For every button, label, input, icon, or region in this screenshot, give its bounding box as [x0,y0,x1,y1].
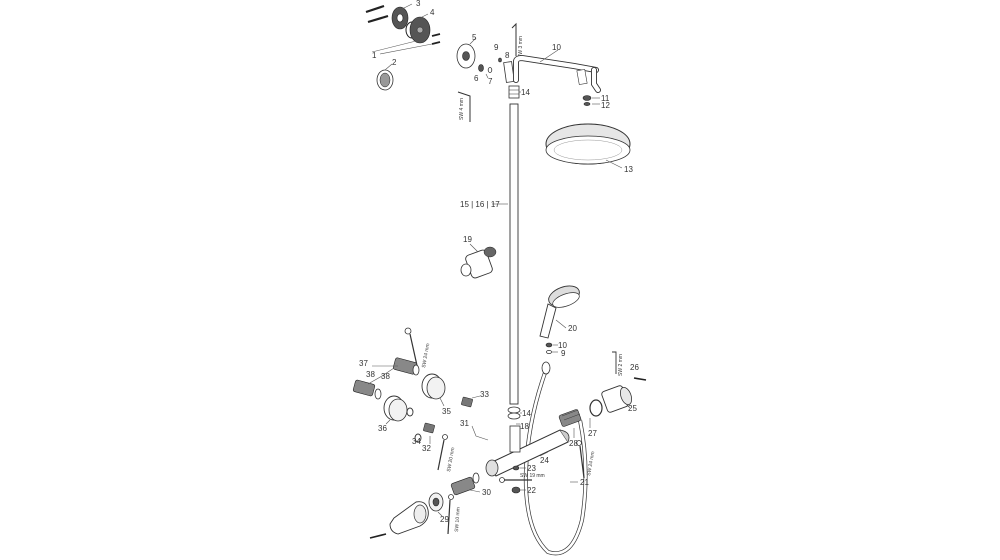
part-label-2: 2 [392,58,397,67]
riser-pipe-group: 14 15 | 16 | 17 14 [460,85,531,420]
thermostat-connector-icon [509,425,521,453]
part-label-29: 29 [440,515,449,524]
part-label-30: 30 [482,488,491,497]
end-cap-icon [389,501,429,535]
wrench-sw19-icon: SW 19 mm [499,473,545,483]
allen-key-sw3-icon: SW 3 mm [511,22,524,58]
tool-label-sw3: SW 3 mm [518,36,524,58]
part-label-14-bottom: 14 [522,409,531,418]
part-label-35: 35 [442,407,451,416]
left-cartridge-group: SW 24 mm 37 38 38 35 36 [352,327,491,539]
part-label-20: 20 [568,324,577,333]
o-ring-27-icon [589,399,603,417]
allen-key-sw2-icon: SW 2 mm [612,351,624,376]
part-label-7: 7 [488,77,493,86]
thermostat-body-icon: 18 24 23 22 [485,422,570,495]
arm-sleeve-icon [503,61,515,83]
allen-key-sw4-icon: SW 4 mm [457,91,471,122]
wrench-sw10-icon: SW 10 mm [447,494,462,535]
thermostat-cartridge-lower-icon [352,379,382,400]
tool-label-sw20: SW 20 mm [446,447,456,472]
part-label-15-16-17: 15 | 16 | 17 [460,200,500,209]
screw-bottom-icon [369,533,387,539]
thermostat-cartridge-upper-icon [392,357,420,376]
grub-screw-icon [478,64,484,72]
part-label-21: 21 [580,478,589,487]
part-label-24: 24 [540,456,549,465]
wall-mount-group: 3 4 1 2 5 6 7 SW 4 mm [365,0,493,122]
diverter-knob-icon [428,492,444,512]
part-label-8: 8 [505,51,510,60]
part-label-27: 27 [588,429,597,438]
part-label-25: 25 [628,404,637,413]
part-label-4: 4 [430,8,435,17]
part-label-19: 19 [463,235,472,244]
screw-26-icon [633,377,647,381]
mounting-plate-icon [391,6,409,30]
tool-label-sw24-right: SW 24 mm [586,451,596,476]
washer-icon [583,102,591,106]
fitting-32-icon [423,422,435,434]
part-label-34: 34 [412,437,421,446]
tool-label-sw19: SW 19 mm [520,473,545,479]
diverter-cartridge-icon [450,472,480,496]
part-label-37: 37 [359,359,368,368]
part-label-1: 1 [372,51,377,60]
part-label-32: 32 [422,444,431,453]
part-label-11: 11 [601,94,610,103]
flow-cartridge-icon [558,409,582,427]
part-label-13: 13 [624,165,633,174]
part-label-26: 26 [630,363,639,372]
part-label-38-lower: 38 [366,370,375,379]
part-label-10: 10 [552,43,561,52]
part-label-6: 6 [474,74,479,83]
screw-icon [365,4,389,24]
temperature-knob-icon [421,373,446,400]
part-label-31: 31 [460,419,469,428]
part-label-28: 28 [569,439,578,448]
tool-label-sw4: SW 4 mm [459,98,465,120]
pipe-nut-top-icon [508,85,520,99]
part-label-33: 33 [480,390,489,399]
part-label-36: 36 [378,424,387,433]
part-label-18: 18 [520,422,529,431]
nut-icon [582,95,592,101]
part-label-3: 3 [416,0,421,8]
wrench-sw24-right-icon: SW 24 mm [576,440,596,479]
flow-handle-icon [601,385,633,413]
tool-label-sw2: SW 2 mm [618,354,624,376]
flow-knob-icon [383,395,408,422]
overhead-shower-icon: 13 [545,123,633,174]
right-cartridge-group: 28 27 25 26 SW 2 mm SW 24 mm [558,351,647,479]
riser-pipe-icon [509,103,519,405]
part-label-22: 22 [527,486,536,495]
part-label-9-hand: 9 [561,349,566,358]
part-label-5: 5 [472,33,477,42]
fitting-33-icon [461,396,473,408]
hand-shower-icon: 20 10 9 [539,285,580,358]
part-label-23: 23 [527,464,536,473]
wrench-sw20-icon: SW 20 mm [437,434,456,472]
part-label-14-top: 14 [521,88,530,97]
shower-hose-icon: 21 [523,361,589,556]
part-label-9-top: 9 [494,43,499,52]
part-label-38-upper: 38 [381,372,390,381]
tool-label-sw10: SW 10 mm [454,507,462,532]
tool-label-sw24-left: SW 24 mm [421,343,431,368]
shower-arm-group: SW 3 mm 9 8 10 11 12 [494,22,610,110]
part-label-10-hand: 10 [558,341,567,350]
small-screw-icon [431,33,441,37]
part-label-12: 12 [601,101,610,110]
slider-holder-icon: 19 [460,235,497,279]
